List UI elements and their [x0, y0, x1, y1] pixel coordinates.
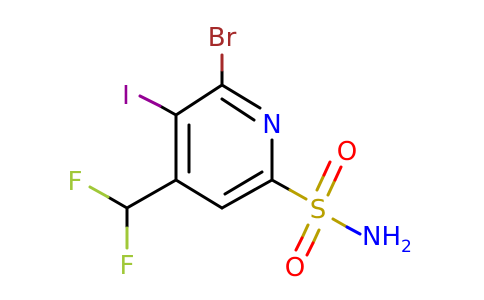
- bond-chf2-f1-colored: [88, 185, 110, 199]
- bond-c5-c6-inner: [223, 170, 264, 196]
- bond-c3-i-colored: [138, 94, 162, 108]
- atom-f-upper: F: [68, 167, 83, 197]
- atom-nh2: NH2: [362, 222, 412, 257]
- bond-c6-s-colored: [288, 188, 308, 201]
- bond-s-o1-a: [315, 173, 326, 192]
- bond-c4-c5: [174, 178, 224, 210]
- bond-chf2-f1: [106, 195, 129, 210]
- bond-s-nh2: [331, 217, 349, 229]
- atom-f-lower: F: [120, 251, 135, 281]
- bond-c2-c3: [174, 83, 224, 117]
- atom-o-lower: O: [285, 253, 305, 283]
- nh2-subscript: 2: [401, 237, 412, 257]
- atom-o-upper: O: [337, 137, 357, 167]
- atom-i: I: [122, 81, 130, 111]
- bond-c5-c6: [220, 178, 274, 210]
- bond-s-o1-b2: [333, 165, 343, 182]
- bond-s-o1-b: [326, 178, 337, 197]
- bond-n-c2-outer: [220, 83, 262, 110]
- nh-label: NH: [362, 222, 401, 252]
- bond-c4-chf2: [125, 178, 178, 210]
- bond-s-o2-b2: [305, 241, 315, 257]
- bond-n-c2-inner: [220, 97, 256, 122]
- atom-s: S: [310, 195, 327, 225]
- bonds: [88, 53, 362, 257]
- bond-c3-i: [158, 104, 178, 117]
- bond-c6-s: [270, 178, 292, 192]
- atom-n: N: [262, 110, 281, 140]
- bond-s-nh2-colored: [345, 225, 362, 236]
- bond-s-o2-a2: [294, 236, 304, 252]
- bond-s-o1-a2: [322, 160, 332, 177]
- bond-s-o2-b: [311, 228, 321, 245]
- bond-s-o2-a: [300, 223, 310, 240]
- atom-br: Br: [208, 23, 237, 53]
